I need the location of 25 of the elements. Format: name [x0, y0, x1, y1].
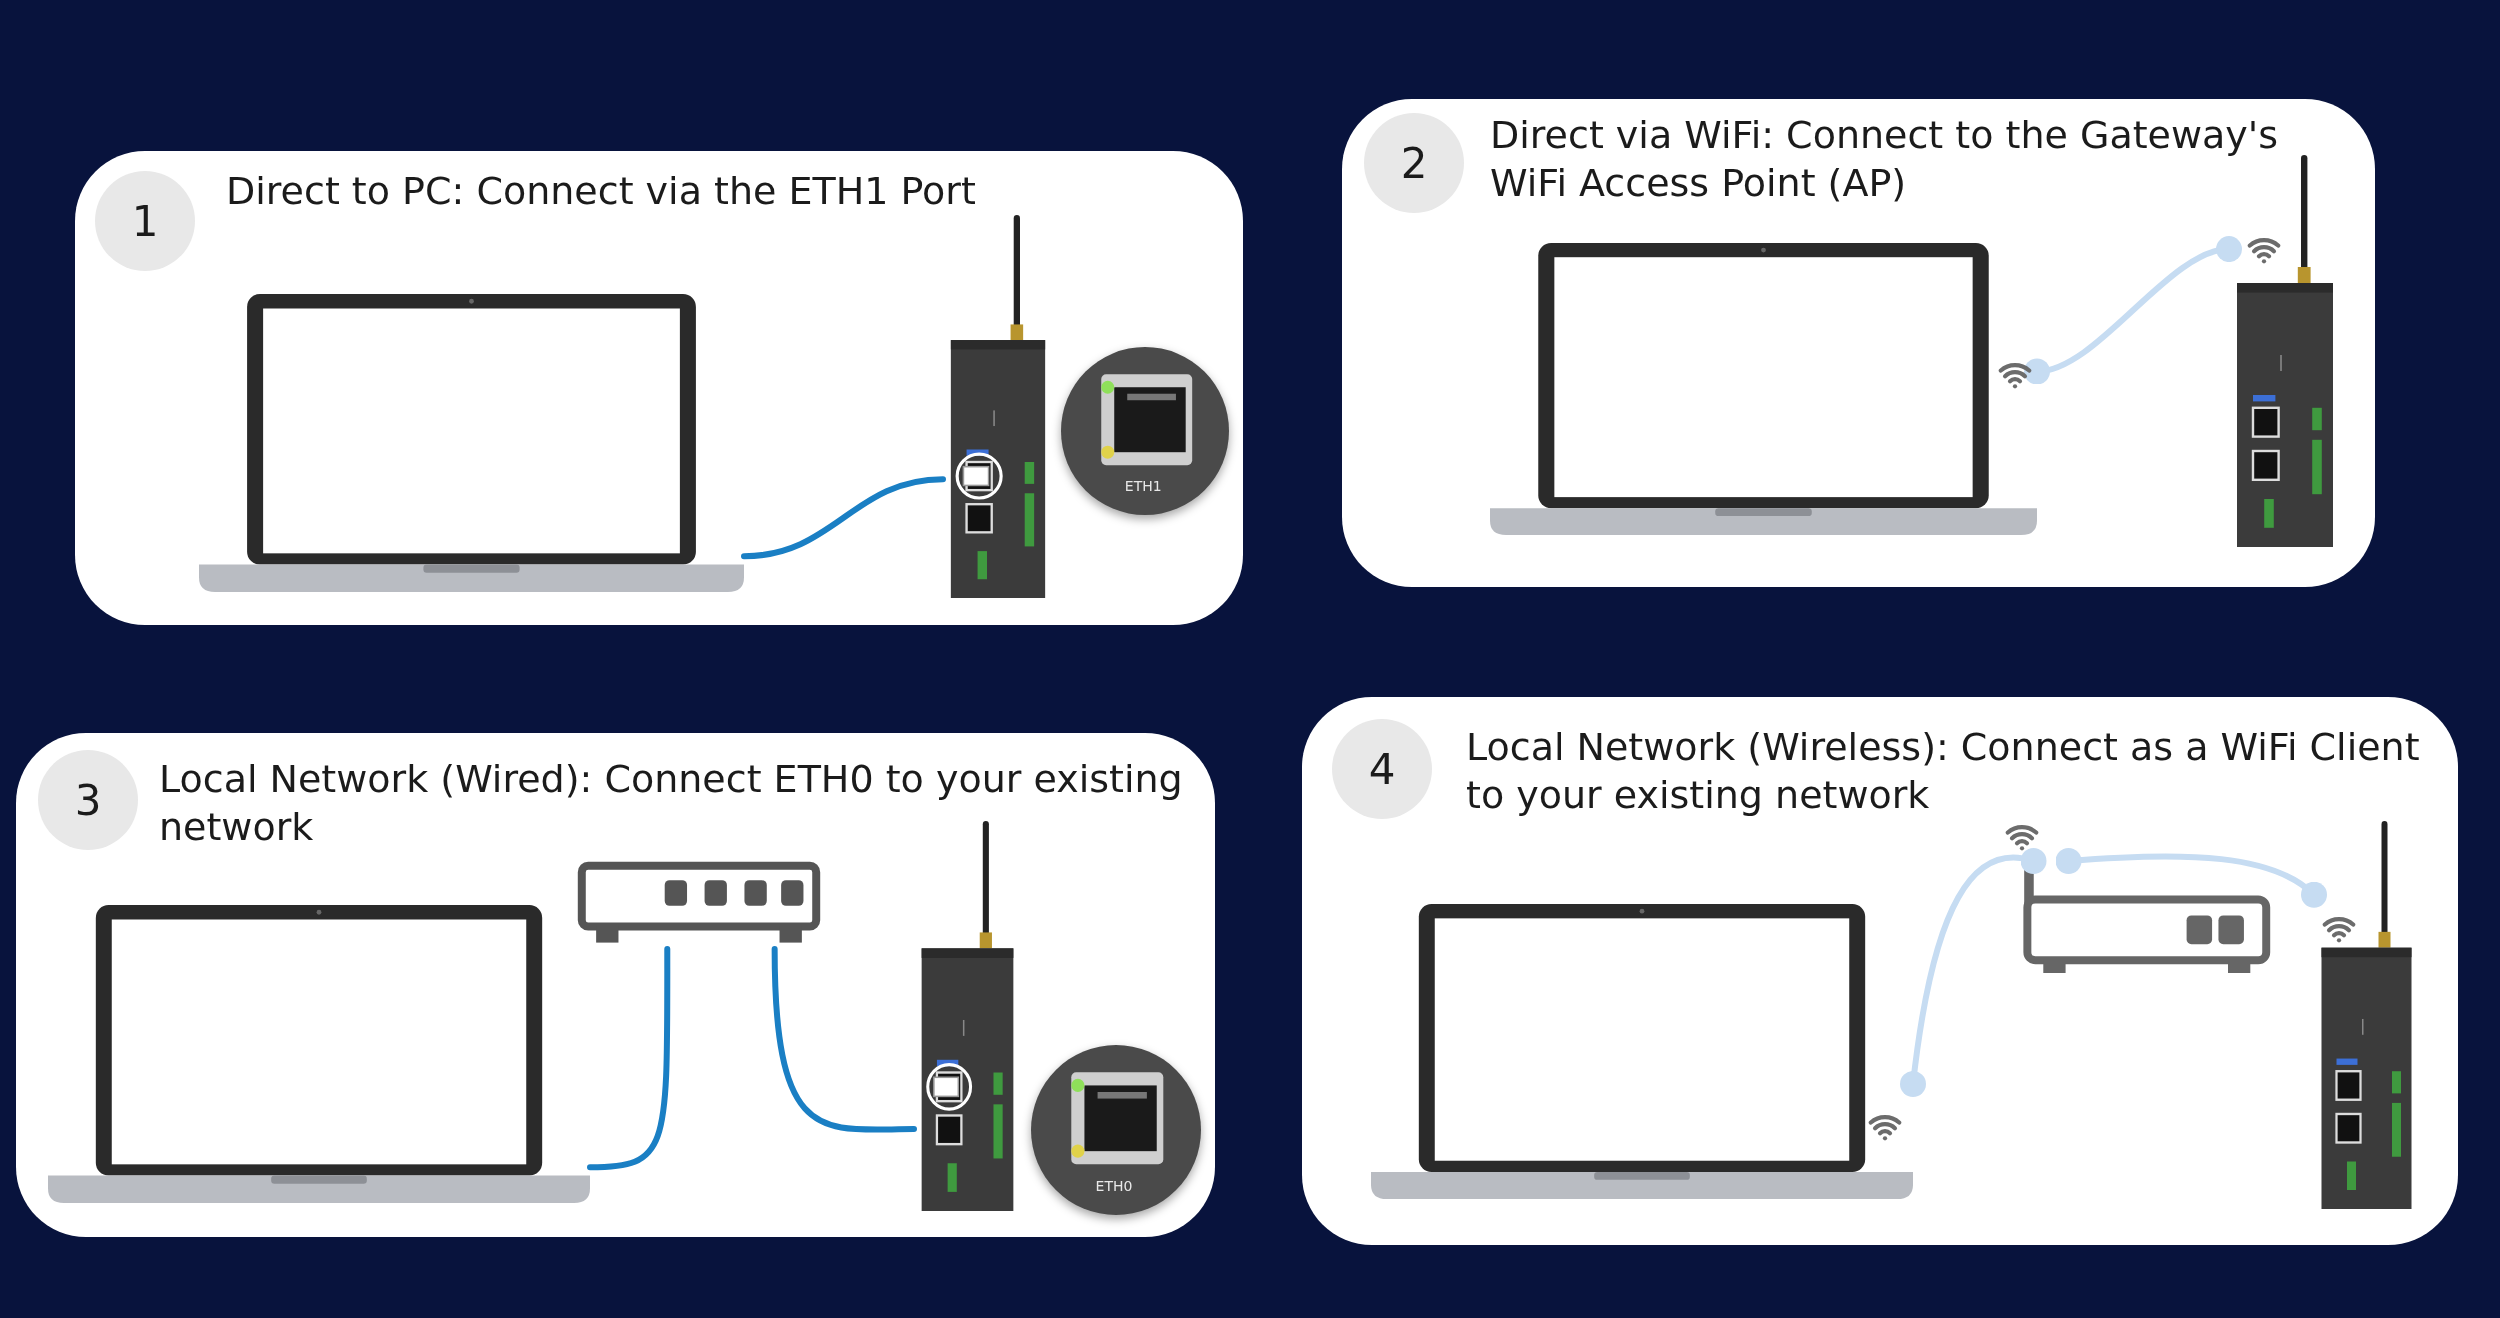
ethernet-cable	[741, 476, 946, 560]
panel-card	[1342, 99, 2375, 587]
step-number-badge: 2	[1364, 113, 1464, 213]
wireless-link	[2055, 848, 2327, 908]
laptop-drawing	[199, 294, 744, 592]
port-closeup-inset	[1061, 347, 1229, 515]
laptop-drawing	[1371, 904, 1913, 1199]
wireless-link	[1900, 848, 2047, 1097]
panel-title: Local Network (Wired): Connect ETH0 to your existing network	[159, 756, 1184, 851]
panel-title: Local Network (Wireless): Connect as a WiFi Client to your existing network	[1466, 724, 2421, 819]
step-number-badge: 4	[1332, 719, 1432, 819]
panel-card	[1302, 697, 2458, 1245]
panel-card	[16, 733, 1215, 1237]
ethernet-cable	[771, 946, 917, 1133]
step-number-badge: 1	[95, 171, 195, 271]
panel-card	[75, 151, 1243, 625]
laptop-drawing	[48, 905, 590, 1203]
laptop-drawing	[1490, 243, 2037, 535]
ethernet-cable	[587, 946, 671, 1171]
panel-title: Direct to PC: Connect via the ETH1 Port	[226, 168, 977, 215]
port-label: ETH0	[1095, 1177, 1133, 1194]
wireless-link	[2024, 236, 2242, 385]
step-number-badge: 3	[38, 750, 138, 850]
port-label: ETH1	[1124, 478, 1162, 495]
panel-title: Direct via WiFi: Connect to the Gateway's WiFi Access Point (AP)	[1490, 112, 2280, 207]
